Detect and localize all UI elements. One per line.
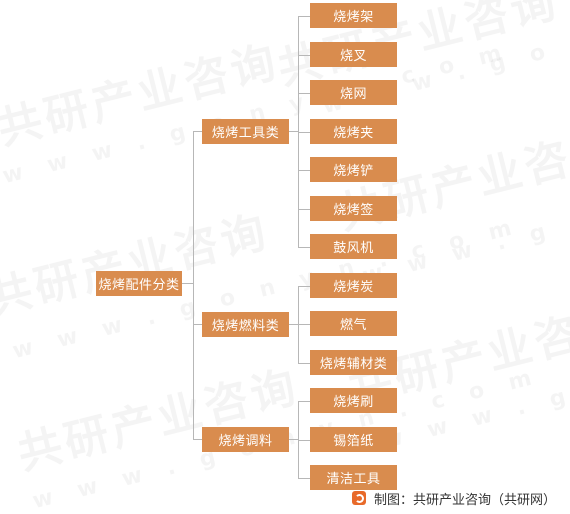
- leaf-connector: [298, 169, 310, 171]
- category-connector: [289, 131, 298, 132]
- leaf-connector: [298, 246, 310, 248]
- leaf-trunk: [298, 285, 299, 364]
- leaf-node: 烧烤夹: [310, 119, 397, 144]
- category-link: [193, 131, 202, 132]
- leaf-node: 烧烤刷: [310, 388, 397, 413]
- watermark-cn: 共研产业咨询: [10, 350, 305, 482]
- root-connector: [182, 283, 193, 284]
- leaf-node: 烧烤签: [310, 196, 397, 221]
- category-node: 烧烤工具类: [202, 119, 289, 144]
- footer-text: 制图：共研产业咨询（共研网）: [373, 492, 556, 508]
- watermark-en: w w w . g o n y n . c o m: [380, 304, 570, 455]
- category-trunk: [193, 131, 194, 440]
- leaf-connector: [298, 285, 310, 287]
- leaf-connector: [298, 323, 310, 325]
- watermark-en: w w w . g o n y n . c o m: [10, 214, 523, 365]
- leaf-connector: [298, 54, 310, 56]
- category-connector: [289, 324, 298, 325]
- leaf-connector: [298, 400, 310, 402]
- source-footer: 制图：共研产业咨询（共研网）: [351, 488, 556, 508]
- category-connector: [289, 439, 298, 440]
- leaf-connector: [298, 477, 310, 479]
- gonyn-logo-icon: [351, 491, 366, 505]
- leaf-node: 烧烤辅材类: [310, 350, 397, 375]
- leaf-trunk: [298, 400, 299, 479]
- leaf-node: 烧烤炭: [310, 273, 397, 298]
- watermark-cn: 共研产业咨询: [0, 195, 275, 327]
- root-node: 烧烤配件分类: [96, 271, 182, 296]
- leaf-connector: [298, 439, 310, 441]
- category-link: [193, 439, 202, 440]
- leaf-node: 清洁工具: [310, 465, 397, 490]
- leaf-trunk: [298, 15, 299, 248]
- category-node: 烧烤调料: [202, 427, 289, 452]
- leaf-node: 锡箔纸: [310, 427, 397, 452]
- category-node: 烧烤燃料类: [202, 312, 289, 337]
- watermark-en: w w w . g o n y n . c o m: [0, 39, 513, 190]
- leaf-connector: [298, 131, 310, 133]
- leaf-node: 烧烤架: [310, 3, 397, 28]
- leaf-connector: [298, 362, 310, 364]
- leaf-connector: [298, 15, 310, 17]
- leaf-node: 烧网: [310, 80, 397, 105]
- leaf-node: 烧叉: [310, 42, 397, 67]
- category-link: [193, 324, 202, 325]
- leaf-connector: [298, 92, 310, 94]
- leaf-node: 燃气: [310, 311, 397, 336]
- leaf-node: 鼓风机: [310, 234, 397, 259]
- leaf-connector: [298, 208, 310, 210]
- leaf-node: 烧烤铲: [310, 157, 397, 182]
